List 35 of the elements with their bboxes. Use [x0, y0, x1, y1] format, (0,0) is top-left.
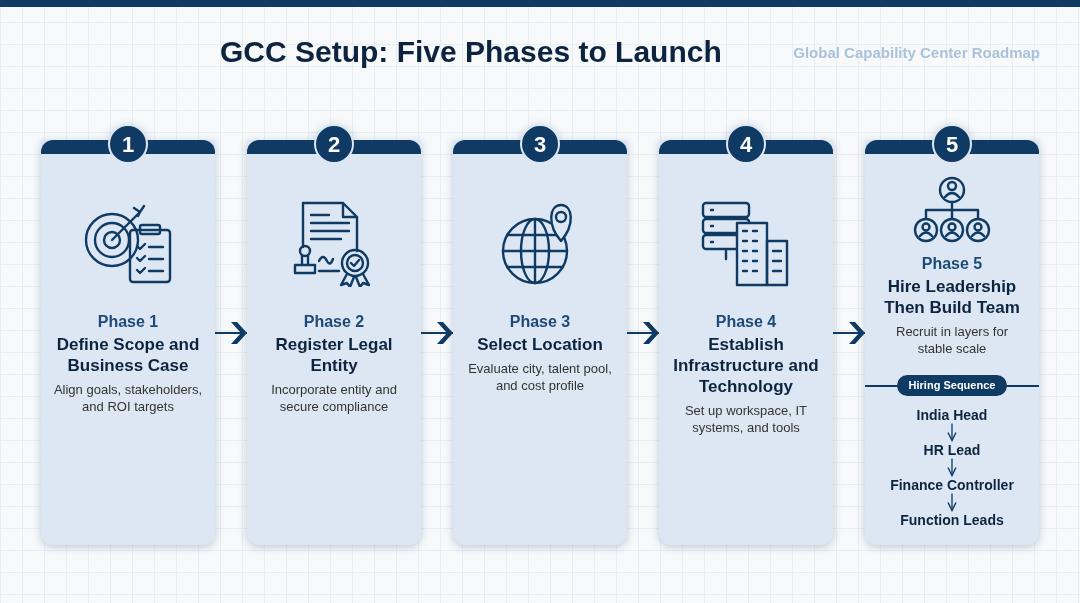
- phase-title: Register Legal Entity: [274, 334, 394, 376]
- phase-description: Recruit in layers for stable scale: [895, 323, 1009, 357]
- phase-card: [453, 124, 627, 545]
- step-number-badge: 4: [726, 124, 766, 164]
- down-arrow: [947, 457, 957, 477]
- phase-card: [41, 124, 215, 545]
- role-name: HR Lead: [923, 440, 981, 459]
- down-arrow: [947, 422, 957, 442]
- phase-description: Incorporate entity and secure compliance: [270, 381, 398, 415]
- phase-description: Align goals, stakeholders, and ROI targets: [52, 381, 204, 415]
- phase-description: Evaluate city, talent pool, and cost profile: [467, 360, 613, 394]
- phase-label: Phase 4: [715, 312, 777, 332]
- down-arrow: [947, 492, 957, 512]
- phase-card: [247, 124, 421, 545]
- phase-title: Define Scope and Business Case: [55, 334, 201, 376]
- role-name: India Head: [916, 405, 988, 424]
- subtitle: Global Capability Center Roadmap: [793, 43, 1040, 63]
- step-number-badge: 5: [932, 124, 972, 164]
- phase-title: Establish Infrastructure and Technology: [672, 334, 820, 397]
- role-name: Function Leads: [900, 510, 1004, 529]
- step-number-badge: 1: [108, 124, 148, 164]
- page-title: GCC Setup: Five Phases to Launch: [220, 34, 722, 70]
- section-pill: Hiring Sequence: [896, 375, 1008, 396]
- phase-title: Select Location: [476, 334, 604, 355]
- phase-title: Hire Leadership Then Build Team: [883, 276, 1021, 318]
- phase-label: Phase 3: [509, 312, 571, 332]
- phase-label: Phase 5: [921, 254, 983, 274]
- phase-label: Phase 1: [97, 312, 159, 332]
- step-number-badge: 3: [520, 124, 560, 164]
- role-name: Finance Controller: [890, 475, 1014, 494]
- step-number-badge: 2: [314, 124, 354, 164]
- phase-card: [659, 124, 833, 545]
- phase-description: Set up workspace, IT systems, and tools: [683, 402, 809, 436]
- phase-card: [865, 124, 1039, 545]
- phase-label: Phase 2: [303, 312, 365, 332]
